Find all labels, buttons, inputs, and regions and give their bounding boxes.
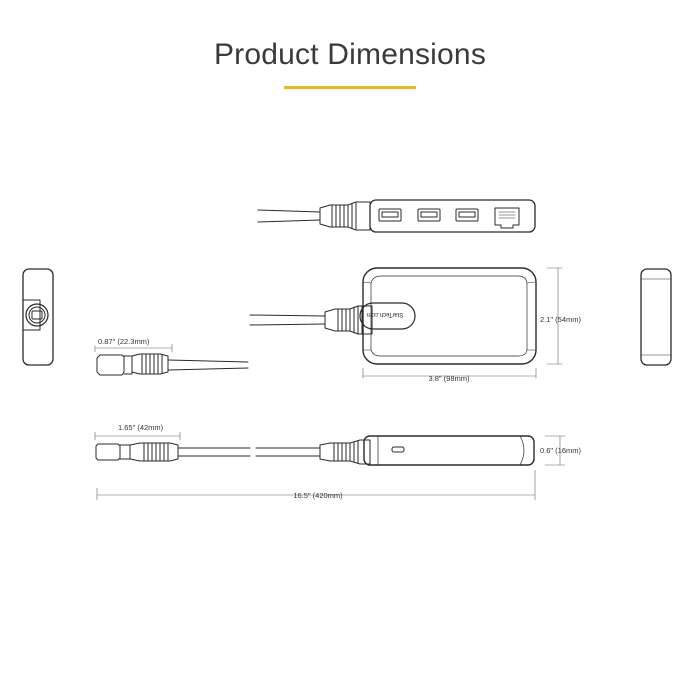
connector-diameter-label: 0.87" (22.3mm) <box>98 337 150 346</box>
device-logo: StarTech.com <box>367 311 404 317</box>
page-title: Product Dimensions <box>213 38 487 71</box>
hub-body <box>362 267 537 365</box>
usb-c-port <box>391 446 405 453</box>
dimension-lines <box>94 267 566 501</box>
right-side-view <box>640 268 672 366</box>
top-view <box>257 199 536 233</box>
thickness-label: 0.6" (16mm) <box>540 446 582 455</box>
height-label: 2.1" (54mm) <box>540 315 582 324</box>
title-underline <box>284 86 416 89</box>
bottom-view <box>95 435 535 466</box>
front-view: StarTech.com <box>249 267 537 365</box>
usb-a-port-3 <box>455 208 479 222</box>
usb-a-port-2 <box>417 208 441 222</box>
usb-a-port-1 <box>378 208 402 222</box>
connector-view <box>96 353 249 376</box>
ethernet-port <box>494 207 520 229</box>
connector-length-label: 1.65" (42mm) <box>118 423 164 432</box>
logo-plate <box>359 302 416 330</box>
left-side-view <box>22 268 54 366</box>
width-label: 3.8" (98mm) <box>428 374 470 383</box>
total-length-label: 16.5" (420mm) <box>293 491 343 500</box>
